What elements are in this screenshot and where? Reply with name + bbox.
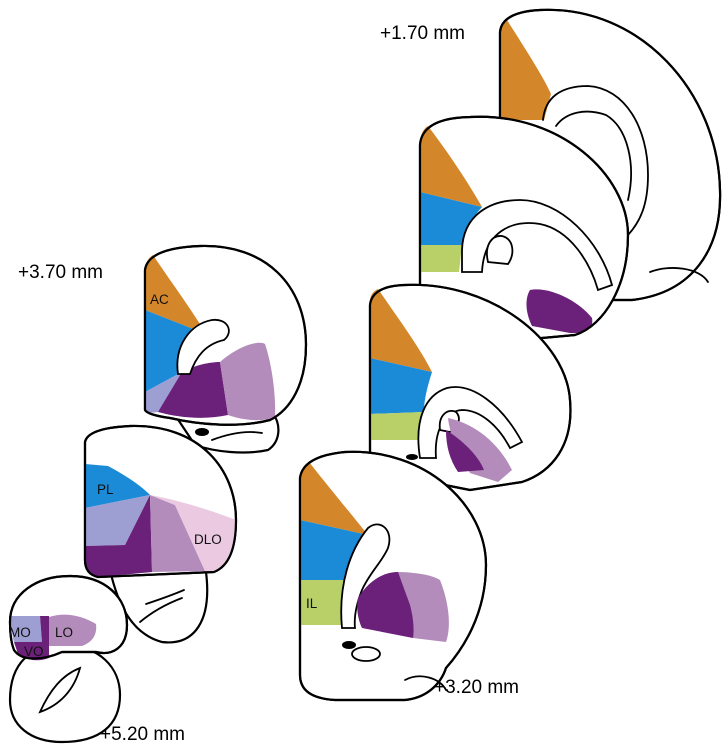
level-label-1-70: +1.70 mm (380, 23, 465, 44)
section-pl-dlo: PL DLO (83, 424, 238, 579)
section-3-20-mauve-region (395, 572, 449, 642)
section-mo-lo-vo-outline-stroke (8, 574, 129, 660)
section-2-pl-region (420, 192, 482, 245)
section-3-70-ac-region (145, 255, 206, 334)
section-mo-lo-vo: MO LO VO (8, 574, 129, 661)
section-3-70: AC (143, 244, 308, 426)
section-3 (368, 283, 572, 492)
section-1-70-ventral-curve (649, 267, 709, 283)
section-3-70-outline-stroke (143, 244, 308, 426)
region-label-dlo: DLO (194, 532, 222, 547)
section-2-ventricle (486, 235, 514, 265)
section-pl-lower-lobe-curve-2 (145, 589, 185, 605)
section-1-70-corpus-callosum-inner (555, 110, 632, 201)
region-label-ac: AC (150, 292, 169, 307)
section-2-outline-stroke (418, 115, 630, 342)
section-3-20-ac-region (300, 462, 368, 535)
section-3-70-black-blob (195, 428, 209, 436)
section-pl-dlo-dlo-region (150, 495, 236, 572)
section-3-20-outline-stroke (298, 450, 488, 702)
section-2 (418, 115, 630, 342)
level-label-5-20: +5.20 mm (100, 724, 185, 745)
section-3-70-purple-region (158, 362, 228, 418)
section-2-ac-region (420, 126, 482, 207)
section-1-70-corpus-callosum-outer (542, 85, 649, 236)
section-3-20-ventral-curve (404, 675, 447, 691)
section-3-20-small-ventricle (351, 646, 381, 662)
section-3-pl-region (370, 358, 432, 414)
region-label-il: IL (306, 596, 318, 611)
section-3-outline-stroke (368, 283, 572, 492)
section-pl-dlo-pl-region (85, 464, 150, 508)
section-1-70-outline-stroke (498, 8, 722, 302)
region-label-lo: LO (55, 625, 73, 640)
section-3-20-black-blob (342, 641, 356, 649)
section-2-purple-region (526, 289, 593, 334)
level-label-3-20: +3.20 mm (434, 677, 519, 698)
section-pl-dlo-lavender-region (85, 495, 150, 546)
section-mo-lo-vo-lo-region (49, 614, 97, 646)
section-3-il-region (370, 412, 424, 440)
section-5-20-inner-curve (38, 666, 82, 714)
section-3-black-blob (406, 454, 418, 460)
section-pl-dlo-purple-region (85, 495, 152, 577)
section-3-purple-region (446, 430, 484, 472)
section-pl-dlo-outline-stroke (83, 424, 238, 579)
section-3-70-lavender-region (145, 372, 182, 413)
section-3-ac-region (370, 289, 432, 372)
section-mo-lo-vo-mo-region (11, 616, 42, 642)
section-3-20: IL (298, 450, 488, 702)
section-pl-lower-lobe-curve-1 (139, 597, 183, 623)
section-3-70-corpus-callosum (176, 319, 230, 375)
section-3-20-il-region (300, 580, 352, 625)
section-3-70-lower-lobe-curve (211, 431, 263, 441)
section-mo-lo-vo-vo-region (14, 616, 49, 661)
section-3-70-mauve-region (220, 342, 276, 421)
section-2-corpus-callosum (461, 199, 614, 292)
section-3-20-purple-region (357, 572, 414, 638)
level-label-3-70: +3.70 mm (18, 262, 103, 283)
section-1-70-ac-region (500, 20, 551, 120)
section-pl-dlo-mauve-region (150, 495, 205, 572)
section-3-mauve-region (448, 418, 512, 482)
region-label-vo: VO (24, 644, 44, 659)
region-label-mo: MO (9, 625, 31, 640)
region-label-pl: PL (97, 482, 114, 497)
section-2-il-region (420, 245, 462, 272)
